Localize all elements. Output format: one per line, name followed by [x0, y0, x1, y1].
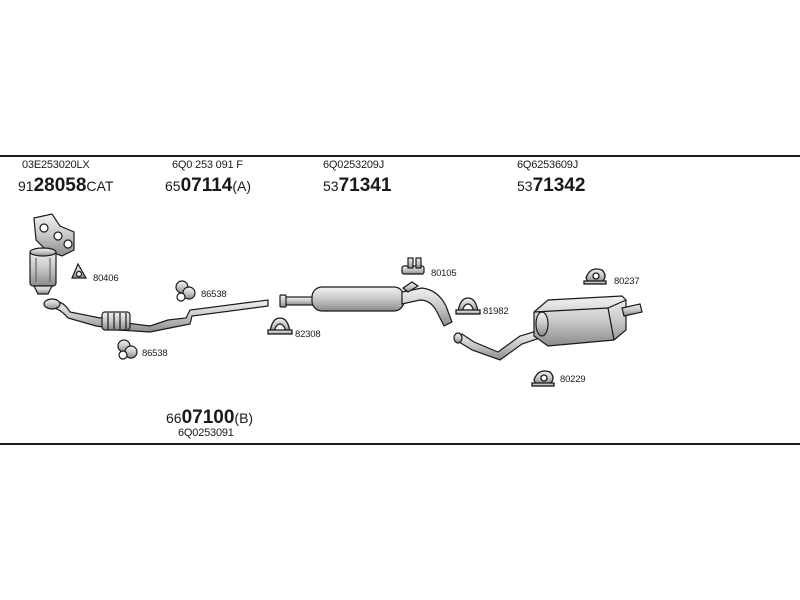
callout-80105: 80105: [431, 268, 457, 279]
oem-number-front-pipe: 6Q0 253 091 F: [172, 159, 243, 171]
rubber-ring-80229: [531, 370, 555, 387]
part-suffix: CAT: [86, 178, 114, 194]
rear-silencer: [453, 295, 643, 361]
catalytic-converter: [29, 213, 75, 295]
oem-number-rear-silencer: 6Q6253609J: [517, 159, 578, 171]
clamp-82308: [267, 317, 293, 335]
part-suffix: (A): [232, 178, 252, 194]
part-number-catalyst: 9128058CAT: [18, 176, 113, 195]
part-prefix: 53: [323, 178, 339, 194]
part-number-front-pipe-b: 6607100(B): [166, 408, 253, 427]
part-number-rear-silencer: 5371342: [517, 176, 585, 195]
part-prefix: 66: [166, 410, 182, 426]
part-main: 07100: [181, 407, 235, 428]
callout-86538-lower: 86538: [142, 348, 168, 359]
part-prefix: 53: [517, 178, 533, 194]
rubber-mount-86538-lower: [117, 339, 138, 360]
clamp-81982: [455, 297, 481, 315]
bottom-rule: [0, 443, 800, 445]
hanger-80105: [401, 257, 425, 275]
callout-80406: 80406: [93, 273, 119, 284]
callout-80229: 80229: [560, 374, 586, 385]
front-pipe: [43, 298, 269, 333]
part-main: 71341: [338, 175, 392, 196]
callout-86538-upper: 86538: [201, 289, 227, 300]
oem-number-front-pipe-b: 6Q0253091: [178, 427, 234, 439]
part-main: 07114: [180, 175, 233, 196]
part-suffix: (B): [234, 410, 254, 426]
part-prefix: 65: [165, 178, 181, 194]
part-prefix: 91: [18, 178, 34, 194]
callout-82308: 82308: [295, 329, 321, 340]
gasket-80406: [71, 262, 88, 279]
top-rule: [0, 155, 800, 157]
part-main: 28058: [33, 175, 87, 196]
rubber-ring-80237: [583, 268, 607, 285]
oem-number-middle-silencer: 6Q0253209J: [323, 159, 384, 171]
callout-81982: 81982: [483, 306, 509, 317]
part-main: 71342: [532, 175, 586, 196]
oem-number-catalyst: 03E253020LX: [22, 159, 90, 171]
part-number-front-pipe: 6507114(A): [165, 176, 251, 195]
part-number-middle-silencer: 5371341: [323, 176, 391, 195]
callout-80237: 80237: [614, 276, 640, 287]
rubber-mount-86538-upper: [175, 280, 196, 302]
middle-silencer: [279, 281, 453, 327]
